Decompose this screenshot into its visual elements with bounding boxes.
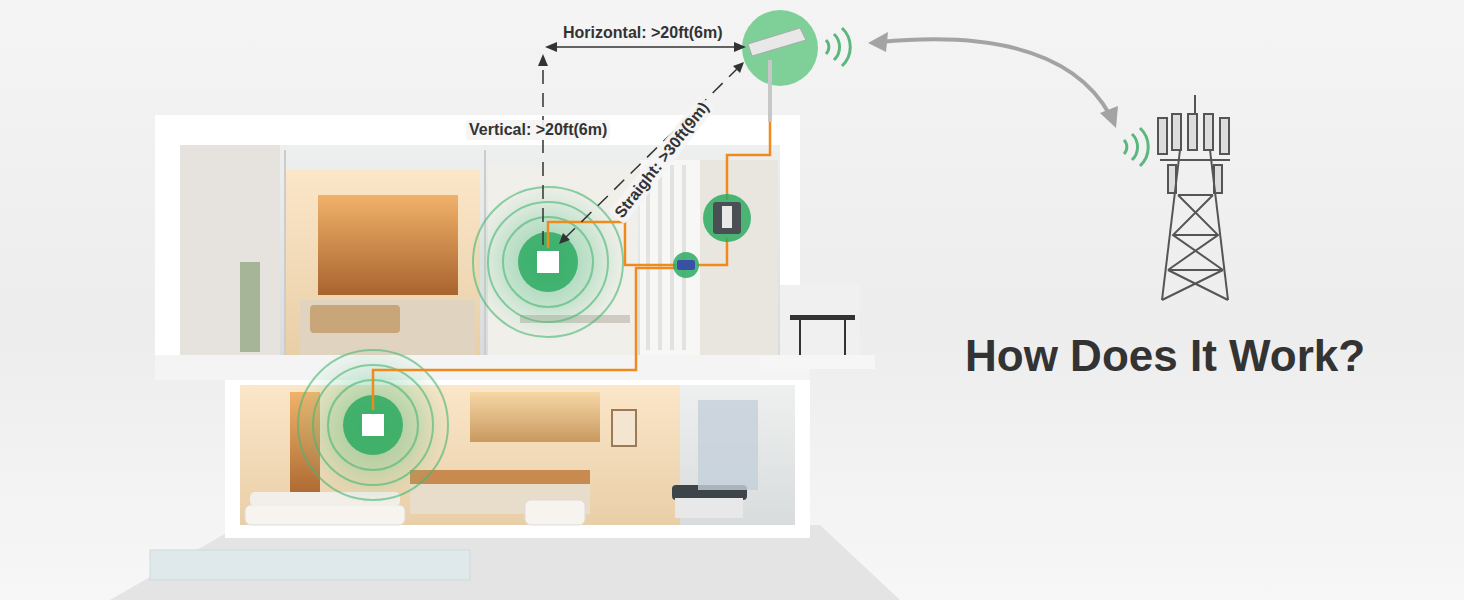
indoor-coverage <box>537 251 559 273</box>
dimension-lines <box>542 62 544 245</box>
cell-tower <box>1168 269 1223 271</box>
dimension-lines <box>559 233 570 244</box>
indoor-coverage <box>362 414 384 436</box>
outdoor-antenna <box>748 28 806 56</box>
upper-floor <box>155 115 810 380</box>
upper-floor <box>670 165 674 350</box>
coax-cable <box>373 120 770 410</box>
cell-tower <box>1158 118 1167 154</box>
upper-floor <box>155 115 800 380</box>
booster-unit <box>713 202 741 234</box>
cell-tower <box>1188 114 1197 150</box>
upper-floor <box>180 145 780 355</box>
outdoor-antenna <box>768 60 772 122</box>
coax-cable <box>548 222 676 265</box>
signal-arrow <box>880 39 1110 115</box>
lower-floor <box>245 505 405 525</box>
dimension-label: Horizontal: >20ft(6m) <box>560 23 726 43</box>
booster-unit <box>677 260 695 270</box>
balcony <box>780 285 860 355</box>
outdoor-antenna <box>742 10 818 86</box>
cell-tower <box>1173 234 1218 236</box>
cell-tower <box>1162 150 1180 300</box>
cell-tower <box>1178 194 1213 196</box>
booster-unit <box>673 194 751 278</box>
dimension-lines <box>733 62 744 73</box>
coax-cable <box>373 268 676 410</box>
lower-floor <box>525 500 585 525</box>
ground <box>150 550 470 580</box>
upper-floor <box>658 165 662 350</box>
booster-unit <box>703 194 751 242</box>
cell-tower <box>1162 195 1228 300</box>
upper-floor <box>310 305 400 333</box>
cell-tower <box>1124 95 1230 300</box>
signal-arrow <box>868 32 888 52</box>
dimension-lines <box>538 42 746 245</box>
cell-tower <box>1194 95 1196 115</box>
booster-unit <box>673 252 699 278</box>
booster-unit <box>722 206 732 228</box>
dimension-lines <box>538 54 548 66</box>
outdoor-antenna <box>826 28 850 66</box>
upper-floor <box>285 170 480 355</box>
balcony <box>760 285 875 369</box>
cell-tower <box>1124 128 1148 166</box>
balcony <box>790 315 855 320</box>
dimension-lines <box>545 42 557 52</box>
dimension-lines <box>552 46 738 48</box>
cell-tower <box>1220 118 1229 154</box>
cell-tower <box>1210 150 1228 300</box>
upper-floor <box>700 160 778 355</box>
upper-floor <box>240 262 260 352</box>
lower-floor <box>698 400 758 490</box>
balcony <box>760 355 875 369</box>
upper-floor <box>284 150 286 355</box>
indoor-coverage <box>488 202 608 322</box>
signal-arrow <box>1100 106 1118 128</box>
upper-floor <box>180 145 280 355</box>
outdoor-antenna <box>742 10 850 122</box>
indoor-coverage <box>293 182 628 505</box>
balcony <box>799 320 801 355</box>
coax-cable <box>697 238 727 265</box>
lower-floor <box>470 392 600 442</box>
lower-floor <box>675 498 743 518</box>
cell-tower <box>1172 114 1181 150</box>
dimension-lines <box>565 68 738 238</box>
dimension-lines <box>734 42 746 52</box>
balcony <box>844 320 846 355</box>
indoor-coverage <box>468 182 628 342</box>
upper-floor <box>155 355 810 380</box>
lower-floor <box>612 410 636 446</box>
coax-cable <box>727 120 770 200</box>
signal-arrow <box>868 32 1118 128</box>
dimension-label: Vertical: >20ft(6m) <box>466 120 610 140</box>
indoor-coverage <box>473 187 623 337</box>
cell-tower <box>1204 114 1213 150</box>
indoor-coverage <box>473 187 623 337</box>
diagram-title: How Does It Work? <box>965 330 1365 382</box>
upper-floor <box>318 195 458 295</box>
cell-tower <box>1160 159 1230 161</box>
